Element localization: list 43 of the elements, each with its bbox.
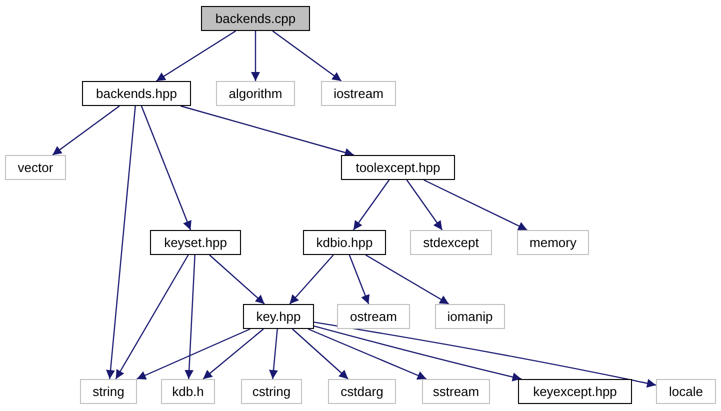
arrow	[140, 106, 192, 230]
arrow	[106, 106, 136, 380]
arrow	[365, 254, 450, 305]
file-box: string	[80, 379, 137, 404]
file-box: iostream	[321, 81, 396, 106]
arrow	[180, 105, 354, 157]
file-box: keyexcept.hpp	[518, 379, 632, 404]
file-box: sstream	[422, 379, 490, 404]
arrow	[136, 328, 250, 380]
arrow	[156, 30, 236, 82]
arrow	[209, 254, 265, 304]
arrow	[52, 106, 120, 156]
arrow	[292, 328, 348, 380]
file-box: cstring	[241, 379, 302, 404]
arrow	[406, 180, 443, 230]
file-box: memory	[517, 230, 589, 255]
file-box: locale	[656, 379, 716, 404]
arrow	[202, 328, 264, 380]
arrow	[348, 254, 370, 304]
arrow	[115, 254, 189, 380]
arrow	[251, 31, 260, 81]
arrow	[289, 254, 334, 304]
arrow	[314, 322, 656, 388]
file-box: kdb.h	[161, 379, 215, 404]
file-box: backends.cpp	[201, 6, 310, 31]
file-box: algorithm	[216, 81, 295, 106]
arrow	[272, 30, 342, 82]
file-box: ostream	[337, 304, 410, 329]
arrow	[352, 180, 390, 230]
file-box: keyset.hpp	[150, 230, 241, 255]
file-box: cstdarg	[328, 379, 396, 404]
arrow	[269, 328, 278, 380]
arrow	[424, 179, 528, 231]
arrow	[184, 254, 196, 380]
file-box: stdexcept	[410, 230, 492, 255]
file-box: key.hpp	[243, 304, 314, 329]
file-box: vector	[5, 155, 66, 180]
file-box: iomanip	[435, 304, 505, 329]
arrow	[314, 325, 522, 382]
file-box: kdbio.hpp	[303, 230, 386, 255]
arrow	[308, 328, 427, 380]
file-box: backends.hpp	[82, 81, 191, 106]
file-box: toolexcept.hpp	[341, 155, 455, 180]
